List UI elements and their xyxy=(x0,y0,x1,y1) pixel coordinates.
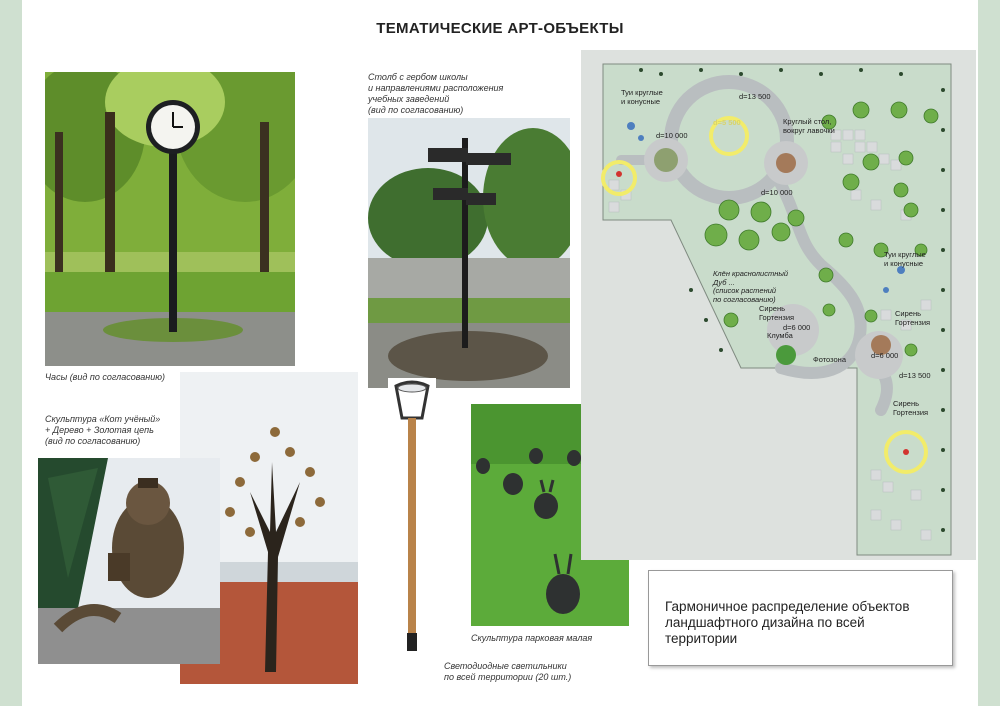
signpost-caption: Столб с гербом школы и направлениями рас… xyxy=(368,72,504,115)
plan-label-lilac-mid: Сирень Гортензия xyxy=(759,304,795,322)
cat-sculpture-photo xyxy=(38,458,220,664)
clock-photo xyxy=(45,72,295,366)
plan-label-maple: Клён краснолистный Дуб ... (список расте… xyxy=(713,269,789,304)
plan-label-lilac-bottom: Сирень Гортензия xyxy=(893,399,929,417)
plan-label-klumba: Клумба xyxy=(767,331,793,340)
plan-drawing xyxy=(601,63,952,556)
plan-label-d10000-right: d=10 000 xyxy=(761,188,793,197)
light-fixture-photo xyxy=(388,378,436,654)
right-decor-band xyxy=(978,0,1000,706)
lights-caption: Светодиодные светильники по всей террито… xyxy=(444,661,572,682)
plan-label-thuja-right: Туи круглые и конусные xyxy=(884,250,926,268)
plan-label-d13500-top: d=13 500 xyxy=(739,92,771,101)
plan-label-photozone: Фотозона xyxy=(813,355,846,364)
plan-label-round-table: Круглый стол, вокруг лавочки xyxy=(783,117,835,135)
landscape-plan: Туи круглые и конусные d=13 500 Круглый … xyxy=(581,50,976,560)
plan-label-d5500: d=5 500 xyxy=(713,118,741,127)
summary-note-text: Гармоничное распределение объектов ландш… xyxy=(665,599,910,646)
plan-label-d6000-mid: d=6 000 xyxy=(783,323,811,332)
plan-label-d6000-right: d=6 000 xyxy=(871,351,899,360)
signpost-photo xyxy=(368,118,570,388)
plan-label-thuja-top: Туи круглые и конусные xyxy=(621,88,663,106)
plan-label-d10000-left: d=10 000 xyxy=(656,131,688,140)
left-decor-band xyxy=(0,0,22,706)
plan-label-d13500-bottom: d=13 500 xyxy=(899,371,931,380)
page-title: ТЕМАТИЧЕСКИЕ АРТ-ОБЪЕКТЫ xyxy=(376,20,624,37)
summary-note: Гармоничное распределение объектов ландш… xyxy=(648,570,953,666)
rabbits-caption: Скульптура парковая малая xyxy=(471,633,593,643)
clock-caption: Часы (вид по согласованию) xyxy=(45,372,165,382)
cat-caption: Скульптура «Кот учёный» + Дерево + Золот… xyxy=(45,414,161,446)
plan-label-lilac-right: Сирень Гортензия xyxy=(895,309,931,327)
